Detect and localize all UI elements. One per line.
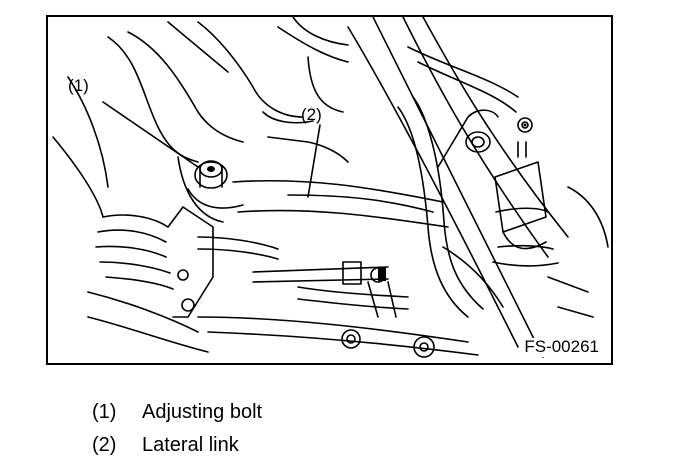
callout-2: (2) bbox=[301, 105, 322, 124]
callout-1: (1) bbox=[68, 76, 89, 95]
suspension-line-drawing bbox=[52, 17, 609, 358]
legend-text: Adjusting bolt bbox=[142, 401, 263, 423]
legend-item: (1) Adjusting bolt bbox=[92, 396, 262, 429]
figure-frame: (1) (2) FS-00261 bbox=[46, 15, 613, 365]
legend-text: Lateral link bbox=[142, 434, 239, 456]
legend-item: (2) Lateral link bbox=[92, 429, 262, 462]
figure-code: FS-00261 bbox=[522, 337, 601, 357]
legend-number: (2) bbox=[92, 434, 117, 456]
legend: (1) Adjusting bolt (2) Lateral link bbox=[92, 396, 262, 462]
legend-number: (1) bbox=[92, 401, 117, 423]
